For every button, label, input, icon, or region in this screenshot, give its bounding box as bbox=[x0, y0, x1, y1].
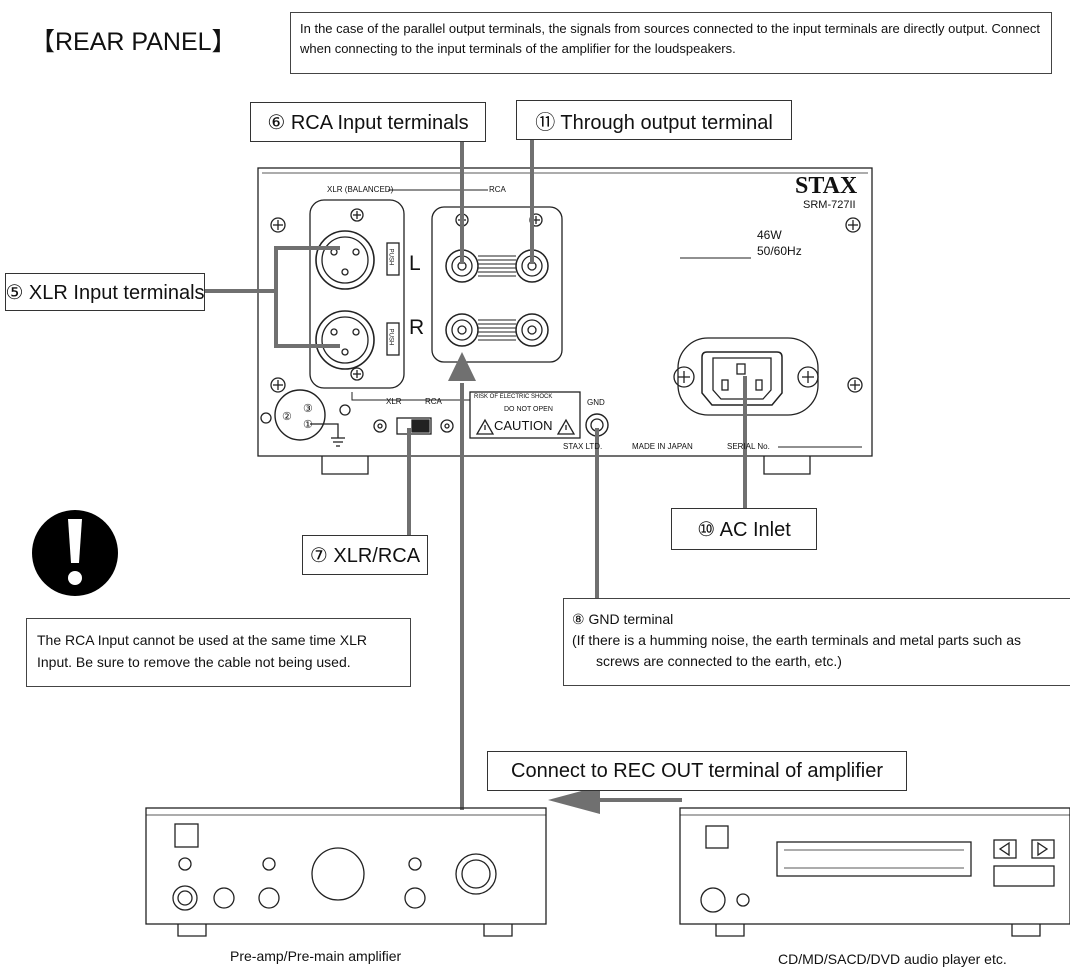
rca-label: RCA bbox=[489, 185, 506, 194]
rca-xlr-note-line2: Input. Be sure to remove the cable not b… bbox=[37, 654, 351, 670]
callout-xlr-input-terminals: ⑤ XLR Input terminals bbox=[5, 273, 205, 311]
rca-xlr-exclusive-note: The RCA Input cannot be used at the same… bbox=[26, 618, 411, 687]
player-caption: CD/MD/SACD/DVD audio player etc. bbox=[778, 951, 1007, 967]
caution-text: CAUTION bbox=[494, 418, 553, 433]
push-label-upper: PUSH bbox=[387, 248, 394, 266]
switch-rca-label: RCA bbox=[425, 397, 442, 406]
callout-rca-input-terminals: ⑥ RCA Input terminals bbox=[250, 102, 486, 142]
warning-plate bbox=[469, 391, 581, 439]
callout-ac-inlet: ⑩ AC Inlet bbox=[671, 508, 817, 550]
gnd-note-line2: screws are connected to the earth, etc.) bbox=[596, 653, 842, 669]
shock-warning-text: RISK OF ELECTRIC SHOCK bbox=[474, 394, 553, 400]
parallel-output-note-text: In the case of the parallel output termi… bbox=[300, 21, 1040, 56]
made-in-label: MADE IN JAPAN bbox=[632, 442, 693, 451]
page-title: 【REAR PANEL】 bbox=[30, 28, 237, 56]
gnd-note-title: ⑧ GND terminal bbox=[572, 611, 674, 627]
warning-exclamation-icon bbox=[32, 510, 118, 596]
brand-logo: STAX bbox=[795, 173, 858, 199]
callout-rec-out: Connect to REC OUT terminal of amplifier bbox=[487, 751, 907, 791]
pin-3-label: ③ bbox=[303, 403, 313, 415]
ac-inlet-plate bbox=[677, 337, 819, 416]
callout-xlr-rca-switch: ⑦ XLR/RCA bbox=[302, 535, 428, 575]
xlr-input-l-icon bbox=[315, 230, 375, 290]
pin-diagram-icon bbox=[274, 389, 326, 441]
serial-label: SERIAL No. bbox=[727, 442, 770, 451]
power-watts: 46W bbox=[757, 228, 782, 242]
xlr-plate bbox=[309, 199, 405, 389]
parallel-output-note: In the case of the parallel output termi… bbox=[290, 12, 1052, 74]
player-display bbox=[776, 841, 972, 877]
channel-r-label: R bbox=[409, 316, 425, 339]
rca-plate bbox=[431, 206, 563, 363]
panel-screw-icon bbox=[270, 217, 863, 393]
player-device bbox=[679, 807, 1070, 925]
channel-l-label: L bbox=[409, 252, 421, 275]
gnd-label: GND bbox=[587, 398, 605, 407]
pin-2-label: ② bbox=[282, 411, 292, 423]
rca-input-r-icon bbox=[445, 313, 479, 347]
preamp-caption: Pre-amp/Pre-main amplifier bbox=[230, 948, 402, 964]
xlr-balanced-label: XLR (BALANCED) bbox=[327, 185, 394, 194]
maker-label: STAX LTD. bbox=[563, 442, 603, 451]
through-output-r-icon bbox=[515, 313, 549, 347]
power-frequency: 50/60Hz bbox=[757, 244, 802, 258]
player-to-preamp-arrow-icon bbox=[548, 786, 600, 814]
push-label-lower: PUSH bbox=[387, 328, 394, 346]
gnd-terminal-note: ⑧ GND terminal (If there is a humming no… bbox=[563, 598, 1070, 686]
preamp-volume-knob-icon bbox=[311, 847, 365, 901]
switch-xlr-label: XLR bbox=[386, 397, 402, 406]
preamp-device bbox=[145, 807, 547, 925]
rca-input-arrow-icon bbox=[448, 352, 476, 381]
xlr-input-r-icon bbox=[315, 310, 375, 370]
pin-1-label: ① bbox=[303, 419, 313, 431]
do-not-open-text: DO NOT OPEN bbox=[504, 406, 553, 413]
xlr-rca-switch bbox=[396, 417, 432, 435]
callout-through-output-terminal: ⑪ Through output terminal bbox=[516, 100, 792, 140]
model-label: SRM-727II bbox=[803, 199, 856, 211]
chassis-outline bbox=[257, 167, 873, 457]
gnd-note-line1: (If there is a humming noise, the earth … bbox=[572, 632, 1021, 648]
rca-xlr-note-line1: The RCA Input cannot be used at the same… bbox=[37, 632, 367, 648]
ac-inlet-socket-icon bbox=[701, 351, 783, 406]
